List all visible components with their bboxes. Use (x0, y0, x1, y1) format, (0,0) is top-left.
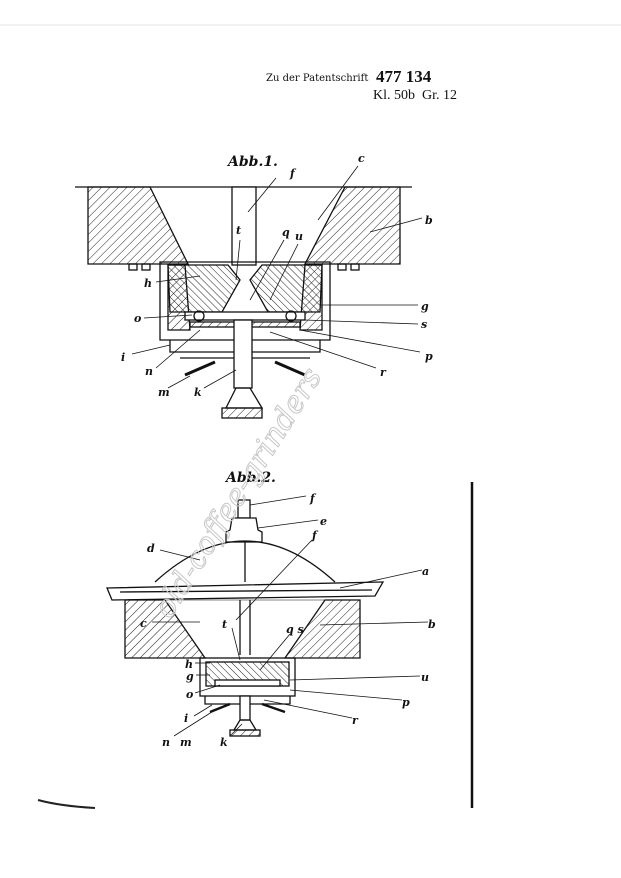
klasse: Kl. 50b (373, 88, 415, 103)
label-i: i (184, 712, 188, 725)
label-m: m (158, 386, 170, 399)
label-o: o (134, 312, 141, 325)
dome (154, 540, 336, 583)
label-u: u (421, 671, 429, 684)
label-d: d (147, 542, 155, 555)
figure-1: Abb.1. f c (75, 152, 433, 419)
wood-block-left (87, 186, 190, 265)
label-a: a (422, 565, 429, 578)
label-g: g (421, 300, 429, 313)
label-k: k (194, 386, 202, 399)
label-b: b (425, 214, 433, 227)
label-g: g (186, 670, 194, 683)
label-p: p (402, 696, 410, 709)
patent-number: 477 134 (376, 67, 432, 86)
scan-mark (37, 799, 96, 809)
label-s: s (421, 318, 427, 331)
label-h: h (185, 658, 193, 671)
label-h: h (144, 277, 152, 290)
patent-classification: Kl. 50b Gr. 12 (373, 88, 457, 104)
label-n: n (162, 736, 170, 749)
gruppe: Gr. 12 (422, 88, 457, 103)
label-t: t (222, 618, 227, 631)
label-f: f (309, 492, 317, 505)
label-q-s: q s (286, 623, 304, 636)
label-i: i (121, 351, 125, 364)
label-o: o (186, 688, 193, 701)
label-k: k (220, 736, 228, 749)
patent-reference-prefix: Zu der Patentschrift (266, 73, 369, 84)
label-f: f (311, 529, 319, 542)
label-p: p (425, 350, 433, 363)
shaft (231, 186, 257, 266)
label-c: c (140, 617, 147, 630)
label-n: n (145, 365, 153, 378)
figure-1-title: Abb.1. (226, 154, 278, 170)
label-u: u (295, 230, 303, 243)
label-c: c (358, 152, 365, 165)
label-r: r (380, 366, 387, 379)
figure-2-title: Abb.2. (224, 470, 276, 486)
label-m: m (180, 736, 192, 749)
label-f: f (289, 167, 297, 180)
label-t: t (236, 224, 241, 237)
label-r: r (352, 714, 359, 727)
figure-2: Abb.2. f e d (106, 470, 436, 749)
label-e: e (320, 515, 327, 528)
label-q: q (282, 226, 290, 239)
wood-block-right (303, 186, 401, 265)
label-b: b (428, 618, 436, 631)
